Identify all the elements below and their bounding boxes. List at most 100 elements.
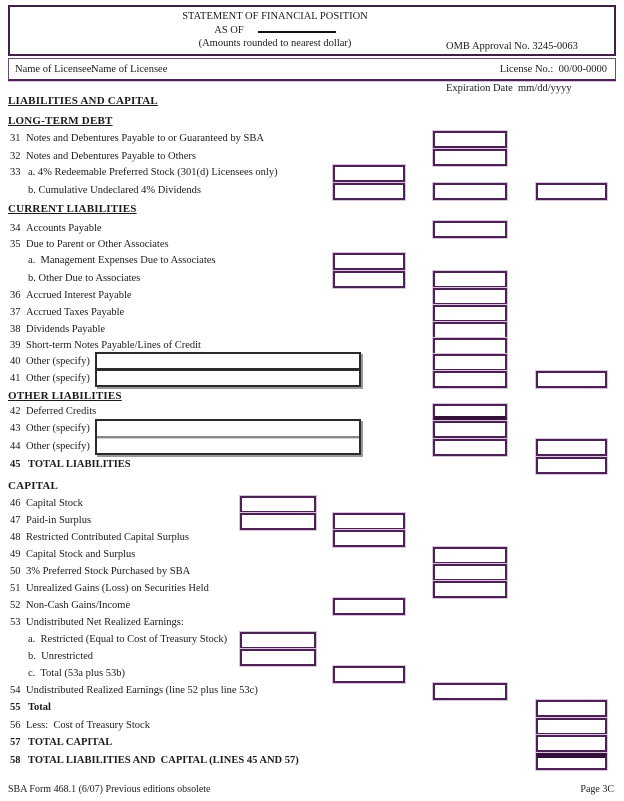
line-number: 37	[10, 307, 21, 318]
license-number-value[interactable]: License No.: 00/00-0000	[499, 64, 607, 75]
line-label: Undistributed Net Realized Earnings:	[26, 617, 184, 628]
amount-input-c3[interactable]	[433, 221, 507, 238]
amount-input-c3[interactable]	[433, 581, 507, 598]
form-row: b. Other Due to Associates	[0, 271, 624, 288]
amount-input-c4[interactable]	[536, 183, 607, 200]
amount-input-c1[interactable]	[240, 649, 316, 666]
amount-input-c2[interactable]	[333, 666, 405, 683]
line-label: Capital Stock	[26, 498, 83, 509]
page-number: Page 3C	[580, 784, 614, 795]
amount-input-c2[interactable]	[333, 165, 405, 182]
amount-input-c4[interactable]	[536, 718, 607, 735]
line-number: 43	[10, 423, 21, 434]
amount-input-c3[interactable]	[433, 322, 507, 339]
amount-input-c3[interactable]	[433, 404, 507, 421]
title-subnote: (Amounts rounded to nearest dollar)	[198, 38, 352, 49]
line-label: Notes and Debentures Payable to or Guara…	[26, 133, 264, 144]
amount-input-c3[interactable]	[433, 271, 507, 288]
line-number: 52	[10, 600, 21, 611]
form-row: 31 Notes and Debentures Payable to or Gua…	[0, 131, 624, 148]
amount-input-c3[interactable]	[433, 305, 507, 322]
amount-input-c2[interactable]	[333, 513, 405, 530]
amount-input-c3[interactable]	[433, 131, 507, 148]
amount-input-c1[interactable]	[240, 632, 316, 649]
amount-input-c3[interactable]	[433, 288, 507, 305]
amount-input-c4[interactable]	[536, 457, 607, 474]
line-number: 45	[10, 459, 21, 470]
as-of-blank-line[interactable]	[257, 23, 336, 33]
line-number: 44	[10, 441, 21, 452]
line-number: 49	[10, 549, 21, 560]
amount-input-c4[interactable]	[536, 700, 607, 717]
amount-input-c4[interactable]	[536, 735, 607, 752]
form-row: 46 Capital Stock	[0, 496, 624, 513]
amount-input-c1[interactable]	[240, 513, 316, 530]
line-number: 42	[10, 406, 21, 417]
as-of-row: AS OF	[135, 23, 415, 37]
omb-expiration-date: Expiration Date mm/dd/yyyy	[446, 83, 572, 94]
line-label: Deferred Credits	[26, 406, 97, 417]
section-header: CAPITAL	[0, 478, 624, 495]
line-number: 41	[10, 373, 21, 384]
amount-input-c4[interactable]	[536, 439, 607, 456]
amount-input-c3[interactable]	[433, 547, 507, 564]
amount-input-c3[interactable]	[433, 564, 507, 581]
line-label: CAPITAL	[8, 480, 59, 492]
specify-input[interactable]	[95, 352, 361, 370]
amount-input-c2[interactable]	[333, 253, 405, 270]
amount-input-c4[interactable]	[536, 371, 607, 388]
form-row: 53 Undistributed Net Realized Earnings:	[0, 615, 624, 632]
amount-input-c3[interactable]	[433, 149, 507, 166]
amount-input-c3[interactable]	[433, 683, 507, 700]
line-label: LONG-TERM DEBT	[8, 115, 113, 127]
specify-input[interactable]	[95, 369, 361, 387]
section-header: CURRENT LIABILITIES	[0, 201, 624, 218]
line-number: 57	[10, 737, 21, 748]
line-label: Total	[28, 702, 51, 713]
amount-input-c3[interactable]	[433, 354, 507, 371]
line-number: 48	[10, 532, 21, 543]
line-number: 55	[10, 702, 21, 713]
amount-input-c4[interactable]	[536, 753, 607, 770]
line-number: 31	[10, 133, 21, 144]
amount-input-c3[interactable]	[433, 371, 507, 388]
amount-input-c2[interactable]	[333, 183, 405, 200]
line-label: Dividends Payable	[26, 324, 106, 335]
amount-input-c2[interactable]	[333, 530, 405, 547]
line-label: Restricted Contributed Capital Surplus	[26, 532, 190, 543]
line-label: Undistributed Realized Earnings (line 52…	[26, 685, 258, 696]
line-number: 33	[10, 167, 21, 178]
title-block: STATEMENT OF FINANCIAL POSITION AS OF (A…	[135, 10, 415, 50]
licensee-name-label: Name of Licensee:	[15, 64, 95, 75]
amount-input-c3[interactable]	[433, 439, 507, 456]
line-number: 40	[10, 356, 21, 367]
line-number: 50	[10, 566, 21, 577]
line-number: 34	[10, 223, 21, 234]
licensee-name-value[interactable]: Name of Licensee	[91, 64, 168, 75]
form-row: 49 Capital Stock and Surplus	[0, 547, 624, 564]
amount-input-c3[interactable]	[433, 421, 507, 438]
line-label: Capital Stock and Surplus	[26, 549, 136, 560]
line-number: 53	[10, 617, 21, 628]
line-label: Unrealized Gains (Loss) on Securities He…	[26, 583, 209, 594]
amount-input-c3[interactable]	[433, 183, 507, 200]
line-label: Other (specify)	[26, 373, 90, 384]
amount-input-c1[interactable]	[240, 496, 316, 513]
specify-input[interactable]	[95, 419, 361, 455]
line-number: 58	[10, 755, 21, 766]
line-label: Paid-in Surplus	[26, 515, 92, 526]
amount-input-c2[interactable]	[333, 271, 405, 288]
amount-input-c3[interactable]	[433, 338, 507, 355]
amount-input-c2[interactable]	[333, 598, 405, 615]
line-number: 46	[10, 498, 21, 509]
header-box: STATEMENT OF FINANCIAL POSITION AS OF (A…	[8, 5, 616, 94]
